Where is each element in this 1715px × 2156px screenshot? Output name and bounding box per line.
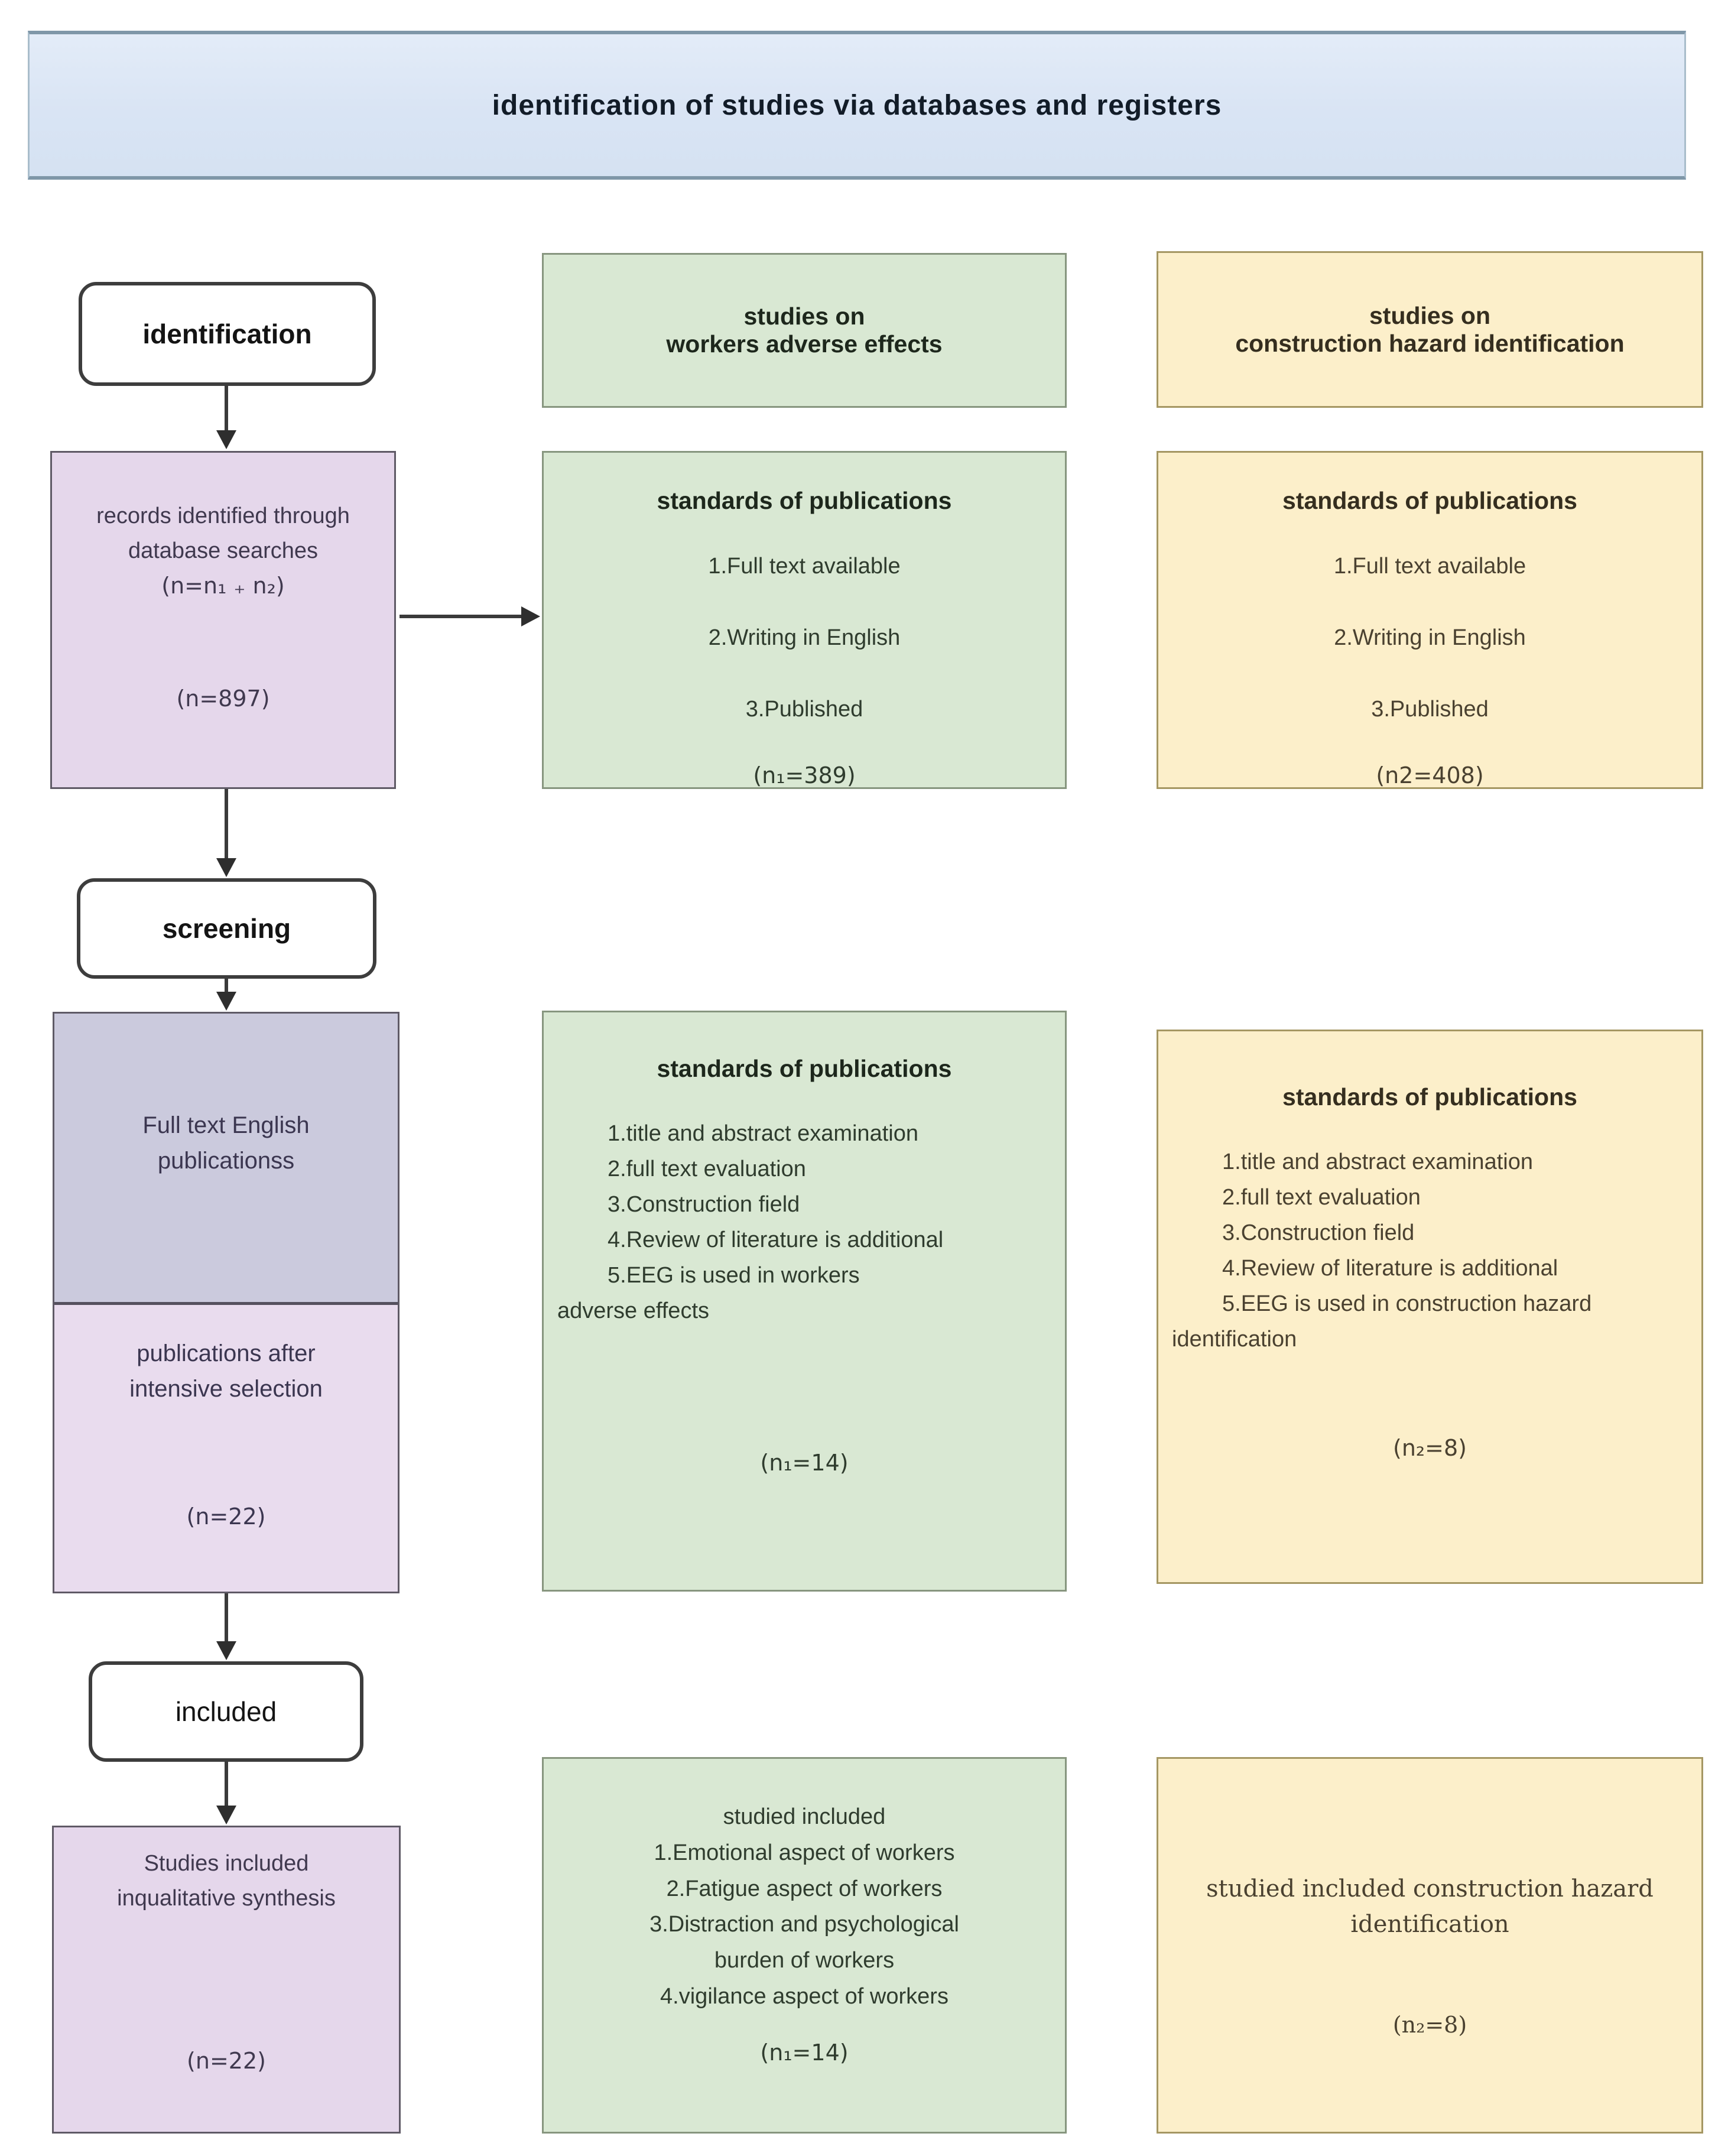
arrowhead-records-to-green xyxy=(521,606,540,626)
arrowhead-fulltext-to-included xyxy=(216,1641,236,1660)
diagram-title: identification of studies via databases … xyxy=(492,89,1222,121)
green-header-line1: studies on xyxy=(743,303,865,330)
green-included-box: studied included 1.Emotional aspect of w… xyxy=(542,1757,1067,2134)
yellow-header-line2: construction hazard identification xyxy=(1235,329,1625,357)
green-standards2-item: 5.EEG is used in workers xyxy=(608,1263,860,1288)
green-included-title: studied included xyxy=(723,1804,886,1829)
records-count: (n=897) xyxy=(176,686,270,712)
selection-line2: intensive selection xyxy=(129,1376,323,1402)
fulltext-line1: Full text English xyxy=(142,1112,310,1138)
stage-identification: identification xyxy=(79,282,376,386)
yellow-standards2-box: standards of publications 1.title and ab… xyxy=(1157,1030,1703,1584)
records-identified-box: records identified through database sear… xyxy=(50,451,396,789)
arrow-screening-to-fulltext xyxy=(225,979,228,995)
arrowhead-identification-to-records xyxy=(216,430,236,449)
stage-identification-label: identification xyxy=(142,319,312,349)
stage-screening: screening xyxy=(77,878,376,979)
records-line1: records identified through xyxy=(96,504,350,528)
records-formula: (n=n₁ ₊ n₂) xyxy=(161,572,285,599)
green-header-line2: workers adverse effects xyxy=(666,330,943,358)
yellow-standards1-item: 1.Full text available xyxy=(1333,554,1526,579)
yellow-standards2-item: 3.Construction field xyxy=(1222,1220,1415,1246)
green-standards1-count: (n₁=389) xyxy=(753,762,856,788)
arrow-records-to-screening xyxy=(225,789,228,861)
intensive-selection-section: publications after intensive selection (… xyxy=(54,1302,398,1592)
green-standards2-item: 4.Review of literature is additional xyxy=(608,1228,944,1253)
arrow-identification-to-records xyxy=(225,385,228,433)
yellow-header-line1: studies on xyxy=(1369,301,1491,329)
yellow-included-count: (n₂=8) xyxy=(1392,2012,1467,2038)
arrowhead-included-to-studies xyxy=(216,1806,236,1824)
yellow-included-line2: identification xyxy=(1350,1911,1509,1938)
stage-included-label: included xyxy=(175,1696,277,1727)
fulltext-top-section: Full text English publicationss xyxy=(54,1014,398,1302)
studies-included-box: Studies included inqualitative synthesis… xyxy=(52,1826,401,2134)
yellow-included-line1: studied included construction hazard xyxy=(1206,1875,1654,1902)
green-standards1-item: 3.Published xyxy=(745,696,863,722)
green-standards2-item: 2.full text evaluation xyxy=(608,1157,806,1182)
green-included-count: (n₁=14) xyxy=(760,2039,849,2066)
yellow-standards2-item: 2.full text evaluation xyxy=(1222,1185,1421,1210)
green-standards2-item: 1.title and abstract examination xyxy=(608,1121,918,1146)
yellow-standards2-title: standards of publications xyxy=(1282,1083,1577,1111)
stage-included: included xyxy=(89,1661,363,1762)
yellow-standards2-item: 5.EEG is used in construction hazard xyxy=(1222,1291,1592,1317)
studies-included-count: (n=22) xyxy=(187,2048,266,2074)
studies-included-line2: inqualitative synthesis xyxy=(117,1885,336,1911)
yellow-standards1-item: 2.Writing in English xyxy=(1334,625,1526,650)
green-standards1-box: standards of publications 1.Full text av… xyxy=(542,451,1067,789)
stage-screening-label: screening xyxy=(162,913,291,944)
fulltext-publications-box: Full text English publicationss publicat… xyxy=(53,1012,399,1593)
green-standards1-title: standards of publications xyxy=(657,487,952,514)
yellow-standards2-item: 1.title and abstract examination xyxy=(1222,1150,1533,1174)
green-included-item: burden of workers xyxy=(714,1948,895,1973)
yellow-header-box: studies on construction hazard identific… xyxy=(1157,251,1703,408)
yellow-standards2-wrap: identification xyxy=(1172,1327,1297,1352)
selection-line1: publications after xyxy=(137,1340,316,1366)
arrow-included-to-studies xyxy=(225,1762,228,1808)
green-standards1-item: 2.Writing in English xyxy=(708,625,901,650)
arrow-records-to-green xyxy=(399,615,522,618)
green-included-item: 1.Emotional aspect of workers xyxy=(654,1840,955,1865)
records-line2: database searches xyxy=(128,538,319,563)
green-standards2-item: 3.Construction field xyxy=(608,1192,800,1217)
yellow-standards2-count: (n₂=8) xyxy=(1393,1435,1467,1462)
yellow-standards2-item: 4.Review of literature is additional xyxy=(1222,1256,1558,1281)
yellow-included-box: studied included construction hazard ide… xyxy=(1157,1757,1703,2134)
yellow-standards1-item: 3.Published xyxy=(1371,696,1489,722)
green-standards2-count: (n₁=14) xyxy=(760,1450,849,1476)
green-standards2-wrap: adverse effects xyxy=(557,1298,710,1324)
green-included-item: 4.vigilance aspect of workers xyxy=(660,1983,949,2009)
yellow-standards1-title: standards of publications xyxy=(1282,487,1577,514)
arrowhead-screening-to-fulltext xyxy=(216,992,236,1011)
studies-included-line1: Studies included xyxy=(144,1851,309,1876)
green-standards2-box: standards of publications 1.title and ab… xyxy=(542,1011,1067,1592)
arrowhead-records-to-screening xyxy=(216,858,236,877)
selection-count: (n=22) xyxy=(186,1504,266,1530)
green-included-item: 3.Distraction and psychological xyxy=(649,1912,959,1937)
title-banner: identification of studies via databases … xyxy=(28,31,1686,180)
arrow-fulltext-to-included xyxy=(225,1593,228,1644)
green-standards1-item: 1.Full text available xyxy=(708,554,901,579)
yellow-standards1-count: (n2=408) xyxy=(1376,762,1484,788)
green-included-item: 2.Fatigue aspect of workers xyxy=(666,1876,943,1901)
green-header-box: studies on workers adverse effects xyxy=(542,253,1067,408)
green-standards2-title: standards of publications xyxy=(657,1055,952,1082)
yellow-standards1-box: standards of publications 1.Full text av… xyxy=(1157,451,1703,789)
fulltext-line2: publicationss xyxy=(157,1148,295,1174)
